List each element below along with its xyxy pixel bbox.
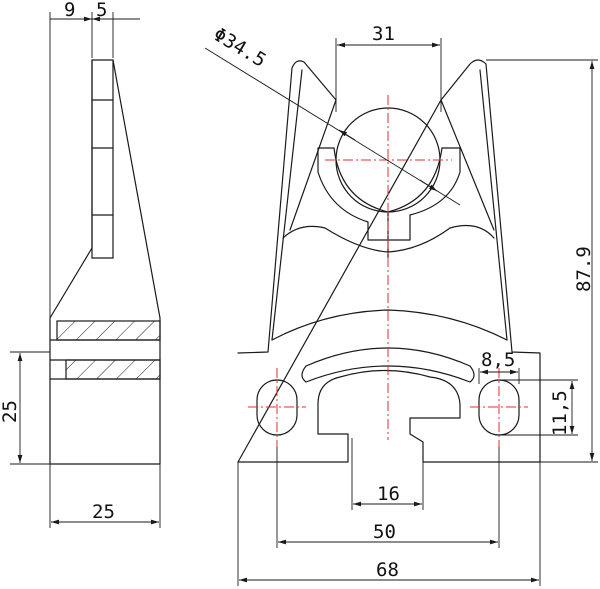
arm-inner-right-upper — [440, 99, 495, 231]
dim-hole-diameter: Φ34.5 — [209, 23, 269, 71]
side-view — [49, 59, 161, 465]
dim-side-width: 25 — [92, 501, 115, 523]
dim-side-height: 25 — [0, 400, 21, 423]
dim-stem-width: 16 — [377, 483, 400, 505]
front-view — [237, 59, 541, 463]
dim-base-width: 68 — [376, 559, 399, 581]
front-dimensions: 31 Φ34.5 87.9 8,5 11,5 16 50 — [204, 23, 598, 586]
arm-inner-right — [479, 69, 508, 341]
side-hatch-upper — [56, 320, 161, 341]
dim-top-opening: 31 — [372, 23, 395, 45]
dimension-arrow — [419, 179, 438, 192]
dim-side-top-left: 9 — [64, 0, 75, 21]
flex-arch-lower — [271, 309, 508, 341]
clamp-jaw — [317, 147, 461, 241]
side-hatch-lower — [65, 359, 161, 380]
side-view-outline — [49, 59, 161, 465]
arm-inner-left — [271, 69, 303, 341]
dim-total-height: 87.9 — [573, 246, 595, 292]
dim-slot-spacing: 50 — [373, 521, 396, 543]
dimension-arrow — [338, 129, 356, 141]
dim-slot-width: 8,5 — [481, 349, 515, 371]
arc-slot — [301, 347, 475, 383]
dim-slot-height: 11,5 — [549, 390, 571, 436]
arm-inner-left-upper — [289, 99, 337, 231]
front-view-outline — [237, 59, 541, 463]
side-dimensions: 9 5 25 25 — [0, 0, 161, 528]
centerlines — [248, 95, 528, 447]
dim-side-top-right: 5 — [96, 0, 107, 21]
diameter-leader — [204, 47, 461, 206]
